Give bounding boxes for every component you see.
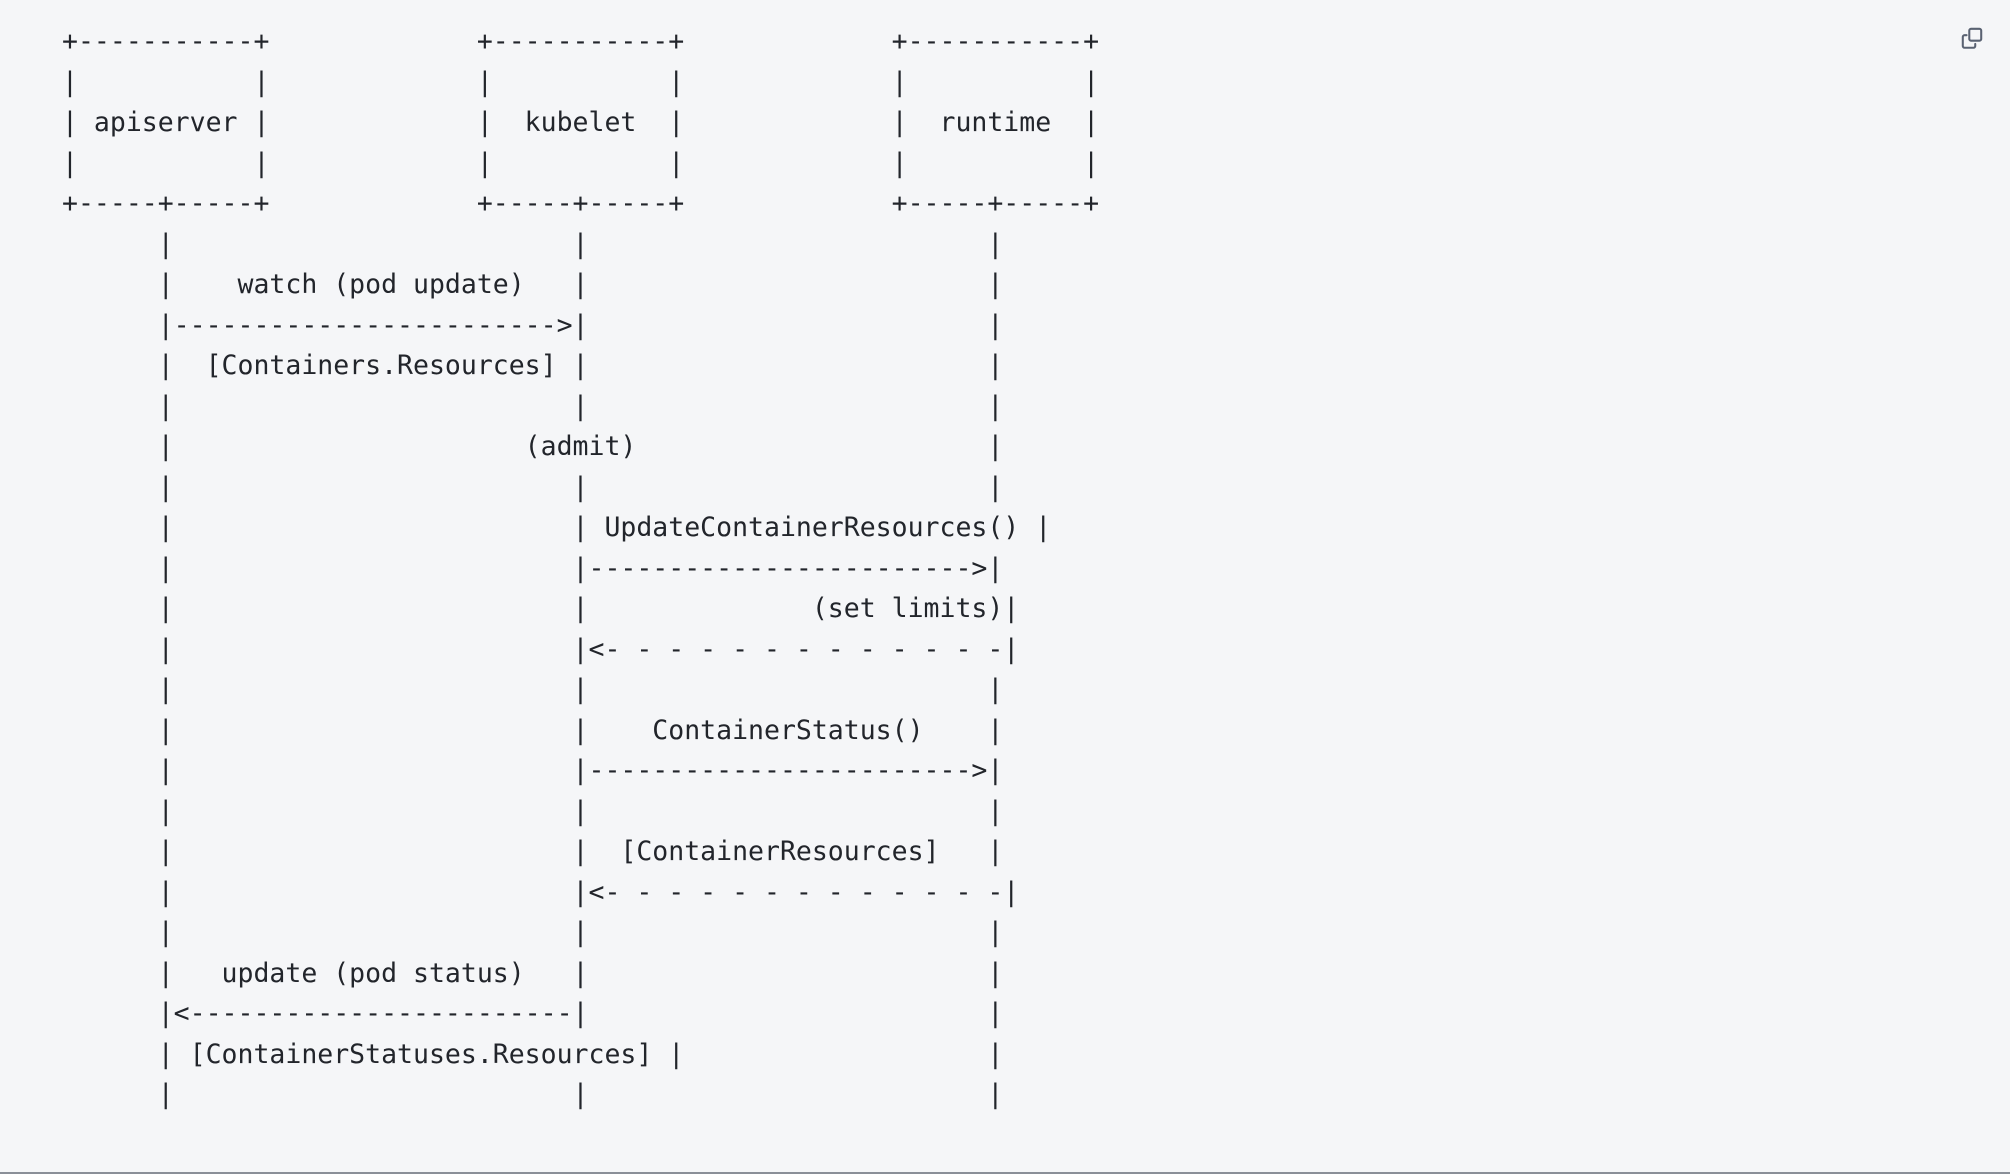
ascii-sequence-diagram: +-----------+ +-----------+ +-----------…	[62, 26, 1100, 1110]
copy-icon-button[interactable]	[1950, 16, 1994, 60]
copy-icon	[1959, 25, 1985, 51]
